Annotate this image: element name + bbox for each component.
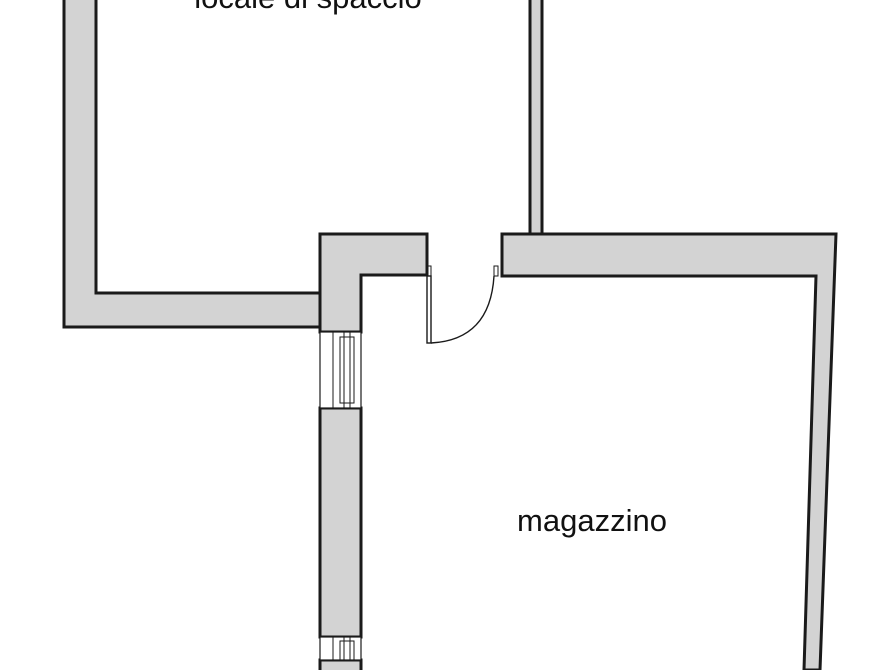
wall-lower-right [500,232,838,670]
wall-lower-left-bottom [318,658,363,670]
door [426,265,499,344]
wall-upper-left [62,0,322,329]
wall-upper-right [528,0,544,236]
wall-lower-left-middle [318,406,363,639]
room-label-locale-di-spaccio: locale di spaccio [194,0,421,15]
window-upper [319,331,362,409]
wall-central-pier [318,232,429,334]
window-lower [319,636,362,661]
room-label-magazzino: magazzino [517,503,667,538]
